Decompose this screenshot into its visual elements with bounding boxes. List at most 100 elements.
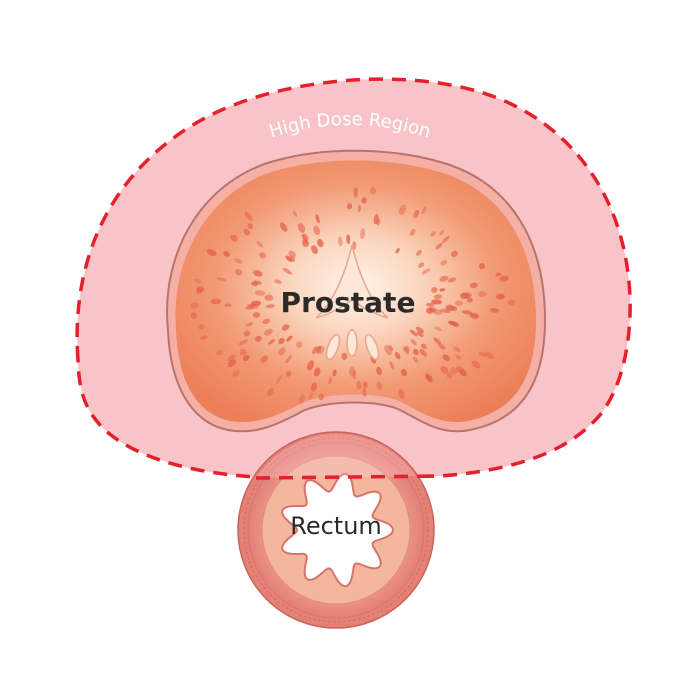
prostate-dot xyxy=(285,370,292,377)
prostate-dot xyxy=(439,275,449,282)
prostate-dot xyxy=(254,290,266,296)
prostate-dot xyxy=(508,299,516,306)
prostate-dot xyxy=(206,249,217,257)
prostate-dot xyxy=(244,322,254,327)
prostate-dot xyxy=(267,387,274,397)
prostate-dot xyxy=(200,335,208,340)
prostate-dot xyxy=(440,260,448,266)
prostate-dot xyxy=(278,337,285,345)
prostate-dot xyxy=(447,320,459,326)
prostate-dot xyxy=(276,374,283,384)
prostate-dot xyxy=(313,225,321,236)
prostate-dot xyxy=(421,206,427,214)
prostate-dot xyxy=(484,351,495,359)
prostate-dot xyxy=(281,324,290,331)
prostate-dot xyxy=(315,345,322,354)
prostate-dot xyxy=(265,304,275,308)
prostate-dot xyxy=(310,382,317,392)
rectum-lumen xyxy=(281,472,395,588)
prostate-dot xyxy=(190,312,198,319)
prostate-dot xyxy=(421,268,431,275)
prostate-dot xyxy=(431,286,438,294)
prostate-duct-right xyxy=(364,333,380,361)
prostate-dot xyxy=(389,361,395,370)
prostate-dot xyxy=(409,228,416,236)
prostate-dots xyxy=(190,187,516,404)
prostate-dot xyxy=(456,366,465,375)
prostate-dot xyxy=(264,328,273,336)
prostate-dot xyxy=(282,267,293,275)
prostate-duct-left xyxy=(325,333,341,361)
prostate-dot xyxy=(259,252,266,259)
prostate-dot xyxy=(420,343,427,350)
prostate-dot xyxy=(239,348,247,356)
prostate-dot xyxy=(425,302,435,307)
prostate-dot xyxy=(346,203,353,210)
prostate-dot xyxy=(426,307,434,314)
rectum-striation-ring xyxy=(243,437,429,623)
prostate-dot xyxy=(453,346,461,353)
prostate-dot xyxy=(439,288,446,292)
prostate-dot xyxy=(244,211,253,221)
prostate-dot xyxy=(434,294,443,300)
prostate-dot xyxy=(431,299,442,305)
prostate-dot xyxy=(232,369,240,377)
prostate-dot xyxy=(242,354,250,362)
prostate-dot xyxy=(216,277,226,282)
prostate-dot xyxy=(317,238,324,248)
prostate-dot xyxy=(398,388,405,399)
prostate-dot xyxy=(437,342,446,350)
prostate-dot xyxy=(285,255,293,262)
prostate-dot xyxy=(353,187,359,198)
prostate-dot xyxy=(352,370,357,380)
prostate-dot xyxy=(361,197,367,204)
prostate-dot xyxy=(298,394,305,404)
prostate-dot xyxy=(253,280,262,285)
prostate-dot xyxy=(445,304,455,311)
prostate-dot xyxy=(288,250,296,259)
prostate-dot xyxy=(395,248,400,254)
prostate-dot xyxy=(499,275,510,282)
prostate-dot xyxy=(413,209,420,218)
high-dose-region-overlap xyxy=(256,434,440,478)
prostate-dot xyxy=(454,300,464,306)
prostate-dot xyxy=(279,222,288,232)
prostate-dot xyxy=(362,387,367,397)
prostate-dot xyxy=(293,210,298,218)
prostate-dot xyxy=(418,262,425,268)
prostate-dot xyxy=(461,310,473,315)
prostate-dot xyxy=(278,347,286,356)
prostate-dot xyxy=(262,318,271,325)
prostate-dot xyxy=(216,350,223,356)
prostate-dot xyxy=(297,223,306,233)
prostate-dot xyxy=(440,366,449,374)
prostate-dot xyxy=(315,213,320,224)
rectum xyxy=(237,431,435,629)
prostate-dot xyxy=(337,236,343,247)
prostate-dot xyxy=(311,245,318,255)
prostate-dot xyxy=(198,324,205,330)
prostate-dot xyxy=(419,348,428,357)
prostate-dot xyxy=(296,341,303,348)
prostate-dot xyxy=(451,250,458,258)
prostate-dot xyxy=(425,373,431,380)
prostate-dot xyxy=(435,242,443,250)
prostate-dot xyxy=(256,241,264,248)
prostate-dot xyxy=(430,231,436,237)
prostate-dot xyxy=(346,234,351,245)
prostate-dot xyxy=(341,352,348,360)
prostate-dot xyxy=(455,354,462,360)
rectum-label: Rectum xyxy=(290,512,382,540)
prostate-dot xyxy=(264,294,274,301)
prostate-dot xyxy=(360,228,366,240)
prostate-dot xyxy=(357,204,362,213)
prostate-dot xyxy=(469,282,478,289)
prostate-dot xyxy=(356,380,362,390)
prostate-dot xyxy=(434,326,442,332)
prostate-dot xyxy=(469,313,479,319)
prostate-dot xyxy=(238,339,248,346)
prostate-dot xyxy=(460,292,470,300)
prostate-dot xyxy=(318,393,325,401)
prostate-dot xyxy=(196,287,203,295)
